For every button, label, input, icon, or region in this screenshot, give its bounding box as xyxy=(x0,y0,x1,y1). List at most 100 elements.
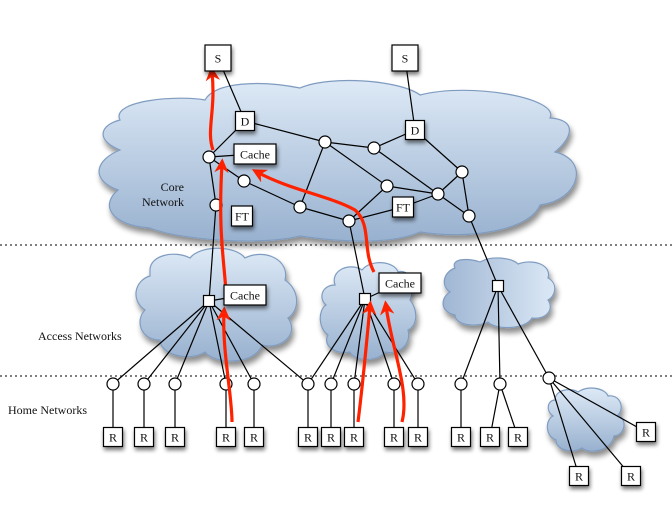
receiver-12-label: R xyxy=(486,431,494,445)
router-node xyxy=(342,214,356,228)
receiver-15: R xyxy=(568,465,590,487)
edge-home-receiver xyxy=(548,377,580,477)
receiver-13-box xyxy=(507,426,529,448)
edge-c11-A3 xyxy=(468,215,499,287)
access-router-node xyxy=(491,279,505,293)
core-cache-box xyxy=(233,143,277,165)
edge-access2-home xyxy=(330,298,366,385)
router-node xyxy=(367,141,381,155)
edge-c10-c11 xyxy=(461,171,470,217)
receiver-9-label: R xyxy=(390,431,398,445)
access-cloud-3 xyxy=(442,257,556,329)
edge-home-receiver xyxy=(548,377,632,477)
data-path-arrow xyxy=(251,169,376,273)
receiver-1-label: R xyxy=(109,431,117,445)
receiver-10-label: R xyxy=(414,431,422,445)
edge-c6-c4 xyxy=(299,141,326,208)
core-network-cloud xyxy=(98,79,577,242)
edge-D1-c4 xyxy=(244,120,326,143)
receiver-16: R xyxy=(620,465,642,487)
core-network-label-1: Core xyxy=(161,180,184,194)
receiver-1-box xyxy=(102,426,124,448)
edge-c4-c5 xyxy=(324,141,375,149)
home-gateway-node xyxy=(324,377,338,391)
server-2-label: S xyxy=(402,52,409,66)
home-gateway-node xyxy=(168,377,182,391)
receiver-7-label: R xyxy=(327,431,335,445)
edge-access1-home xyxy=(174,300,210,385)
receiver-14: R xyxy=(635,421,657,443)
receiver-11-box xyxy=(450,426,472,448)
receiver-4: R xyxy=(215,426,237,448)
router-node xyxy=(431,187,445,201)
receiver-4-box xyxy=(215,426,237,448)
receiver-15-box xyxy=(568,465,590,487)
access-cache-2: Cache xyxy=(378,272,422,294)
edge-c3-A1 xyxy=(208,204,217,302)
access-cache-1: Cache xyxy=(223,284,267,306)
receiver-5-box xyxy=(243,426,265,448)
receiver-2-label: R xyxy=(140,431,148,445)
receiver-6-box xyxy=(297,426,319,448)
home-gateway-node xyxy=(106,377,120,391)
receiver-3-box xyxy=(164,426,186,448)
router-node xyxy=(455,165,469,179)
data-path-arrow xyxy=(205,66,221,151)
forwarding-table-1: FT xyxy=(230,205,254,227)
data-path-arrow xyxy=(216,306,234,423)
receiver-10: R xyxy=(407,426,429,448)
receiver-8: R xyxy=(343,426,365,448)
edge-c2-c6 xyxy=(243,180,301,208)
home-gateway-node xyxy=(387,377,401,391)
home-gateway-node xyxy=(301,377,315,391)
home-gateway-node xyxy=(347,377,361,391)
receiver-11-label: R xyxy=(457,431,465,445)
receiver-4-label: R xyxy=(222,431,230,445)
forwarding-table-1-label: FT xyxy=(235,210,250,224)
receiver-6: R xyxy=(297,426,319,448)
receiver-15-label: R xyxy=(575,470,583,484)
receiver-14-label: R xyxy=(642,426,650,440)
receiver-8-box xyxy=(343,426,365,448)
edge-c1-c3 xyxy=(208,156,217,206)
director-2-box xyxy=(404,119,426,141)
home-gateway-node xyxy=(137,377,151,391)
edge-access1-home xyxy=(143,300,210,385)
edge-c7-c9 xyxy=(386,185,439,195)
router-node xyxy=(462,209,476,223)
edge-access3-home xyxy=(460,285,499,385)
edge-c8-A2 xyxy=(348,220,366,300)
receiver-12-box xyxy=(479,426,501,448)
router-node xyxy=(293,200,307,214)
edge-c7-c8 xyxy=(348,185,388,222)
core-cache: Cache xyxy=(233,143,277,165)
receiver-7-box xyxy=(320,426,342,448)
server-2-box xyxy=(391,44,419,72)
receiver-3-label: R xyxy=(171,431,179,445)
home-networks-label: Home Networks xyxy=(8,403,87,417)
director-1-label: D xyxy=(241,115,250,129)
home-gateway-node xyxy=(411,377,425,391)
edge-access1-home xyxy=(208,300,227,385)
access-router-node xyxy=(202,294,216,308)
edge-access3-home xyxy=(497,285,501,385)
router-node xyxy=(202,150,216,164)
director-1-box xyxy=(234,110,256,132)
home-cloud xyxy=(546,387,625,452)
edge-access3-home xyxy=(497,285,550,379)
receiver-5: R xyxy=(243,426,265,448)
forwarding-table-2-label: FT xyxy=(396,201,411,215)
receiver-5-label: R xyxy=(250,431,258,445)
forwarding-table-1-box xyxy=(230,205,254,227)
nodes xyxy=(106,135,556,391)
home-gateway-node xyxy=(247,377,261,391)
edge-c6-c8 xyxy=(299,206,350,222)
director-2: D xyxy=(404,119,426,141)
receiver-12: R xyxy=(479,426,501,448)
router-node xyxy=(380,179,394,193)
home-gateway-node xyxy=(493,377,507,391)
data-paths xyxy=(205,66,406,423)
director-2-label: D xyxy=(411,124,420,138)
